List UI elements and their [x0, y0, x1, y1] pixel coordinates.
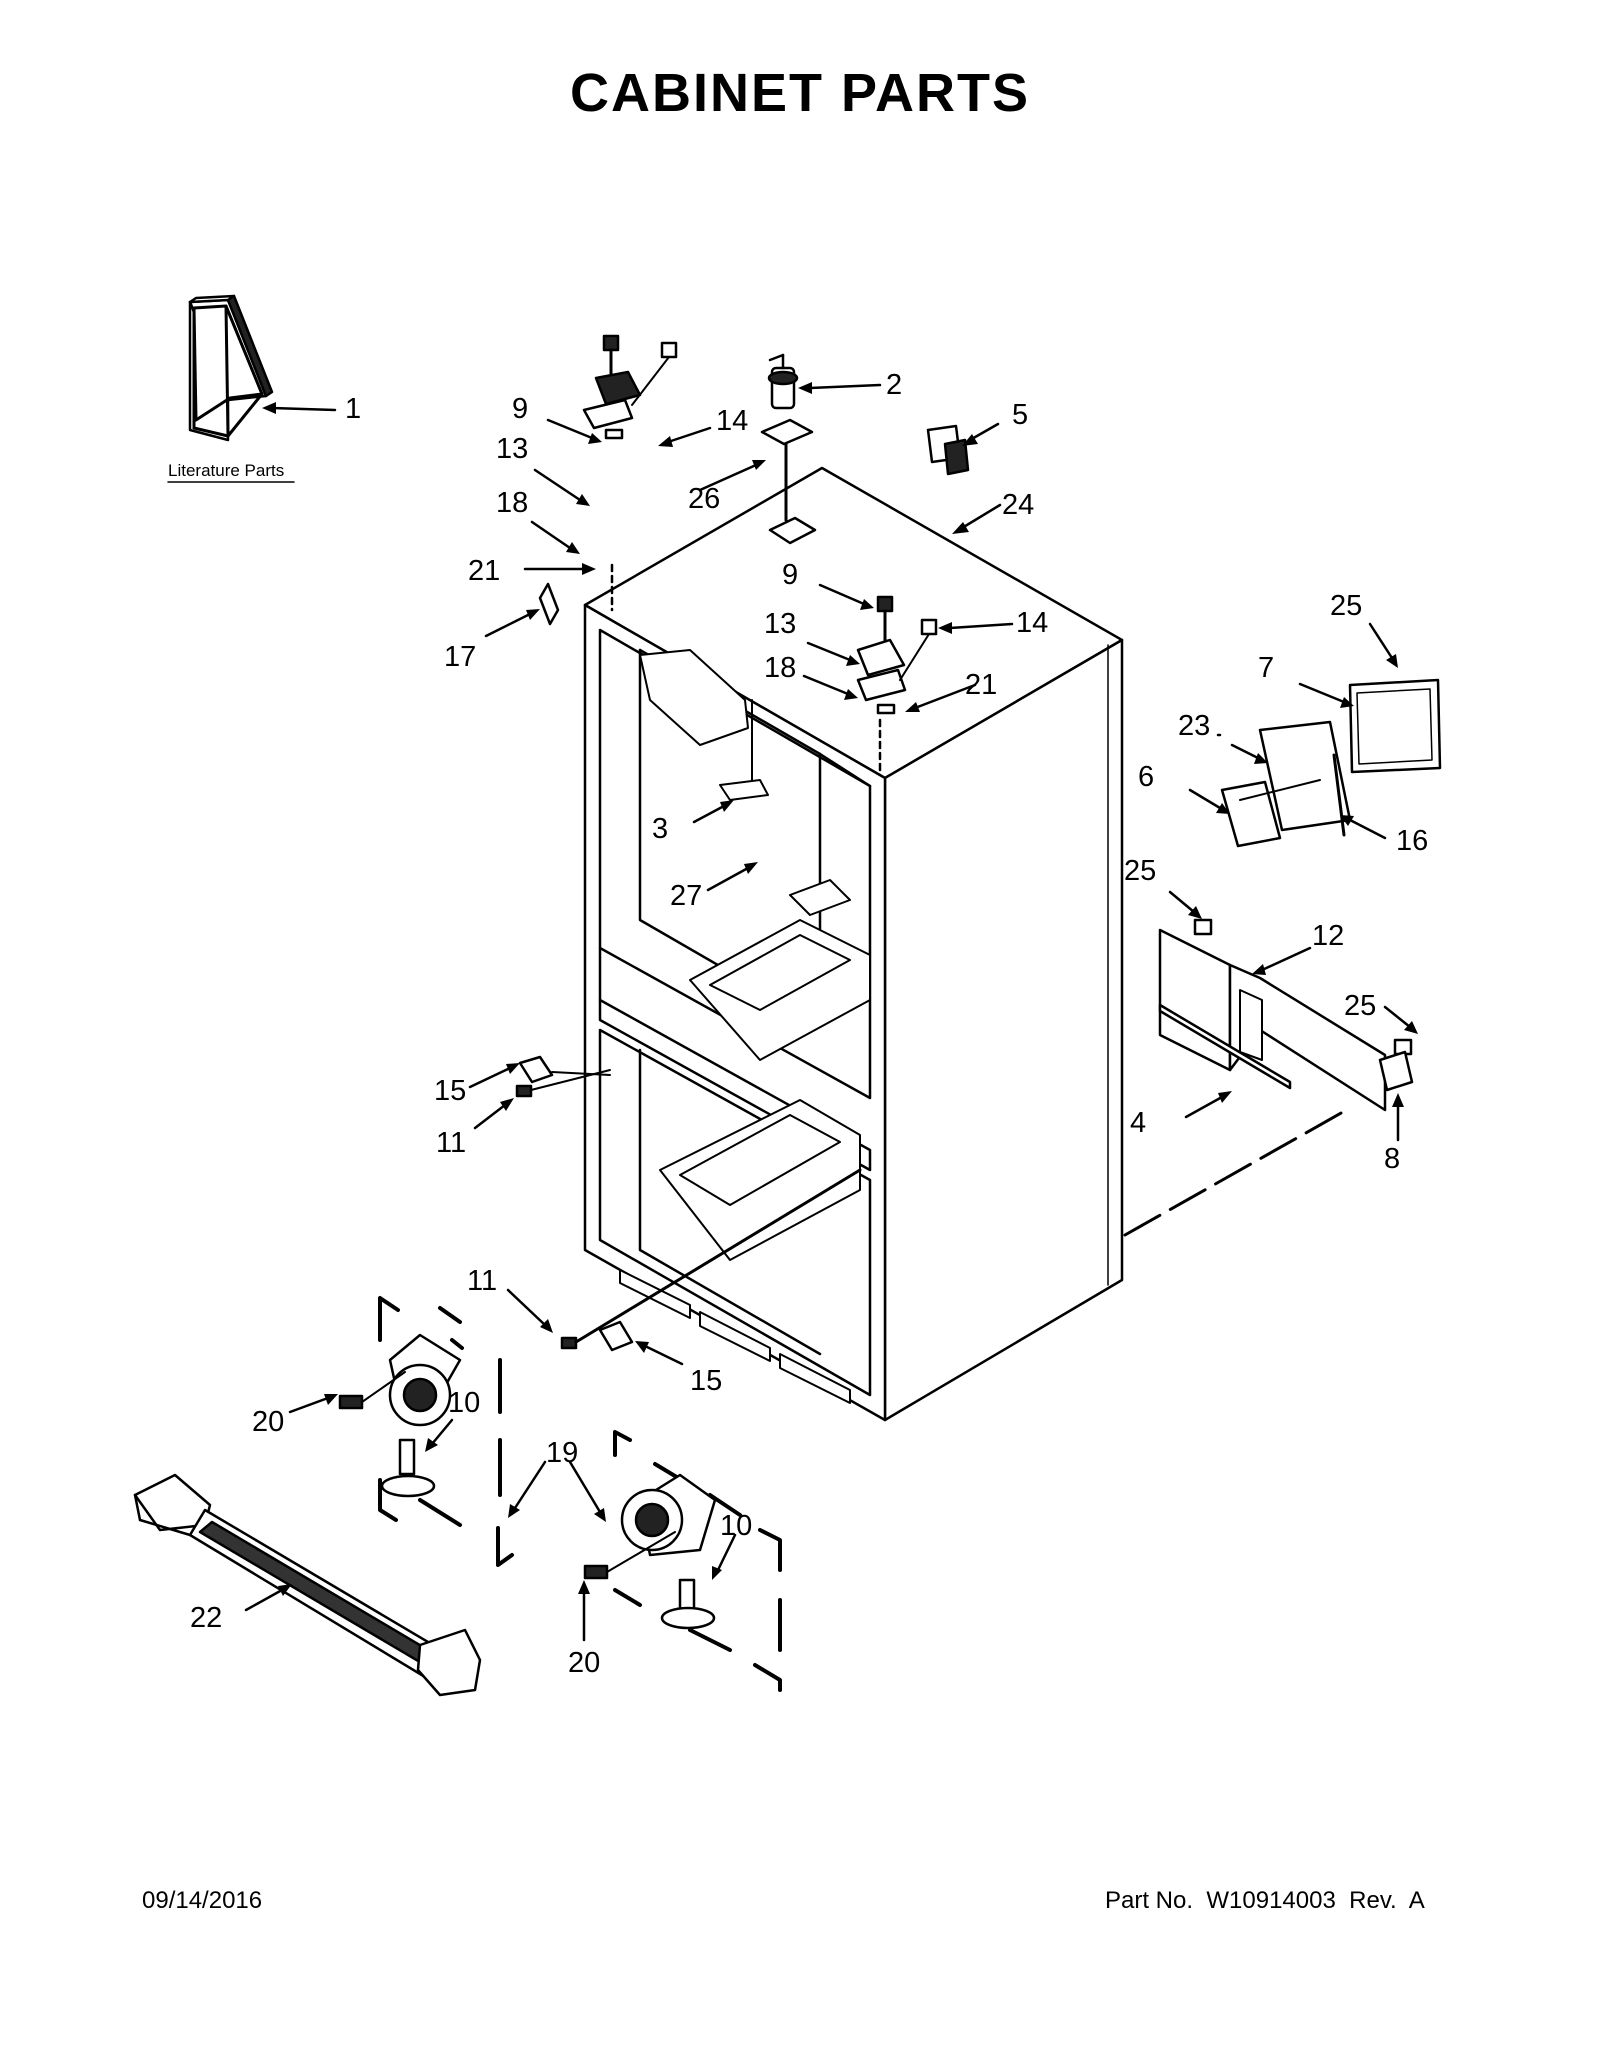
- callout-14-top: 14: [716, 405, 748, 437]
- callout-20-left: 20: [252, 1406, 284, 1438]
- hinge-left-icon: [582, 334, 678, 440]
- page-title: CABINET PARTS: [569, 63, 1030, 123]
- callout-8: 8: [1384, 1143, 1400, 1175]
- callout-16: 16: [1396, 825, 1428, 857]
- left-roller-assembly-icon: [338, 1296, 502, 1527]
- footer-date: 09/14/2016: [142, 1887, 263, 1914]
- literature-book-icon: [188, 294, 274, 442]
- callout-11-left: 11: [436, 1127, 466, 1159]
- callout-6: 6: [1138, 761, 1154, 793]
- callout-20-bottom: 20: [568, 1647, 600, 1679]
- kickplate-grille-icon: [133, 1473, 482, 1697]
- callout-21-mid: 21: [965, 669, 997, 701]
- hinge-right-icon: [856, 595, 938, 715]
- callout-2: 2: [886, 369, 902, 401]
- right-roller-assembly-icon: [583, 1430, 782, 1692]
- callout-23: 23: [1178, 710, 1210, 742]
- callout-19: 19: [546, 1437, 578, 1469]
- footer-part-number: Part No. W10914003 Rev. A: [1105, 1887, 1425, 1914]
- literature-parts-label: Literature Parts: [168, 461, 284, 480]
- callout-14-mid: 14: [1016, 607, 1048, 639]
- callout-13-top: 13: [496, 433, 528, 465]
- callout-15-bottom: 15: [690, 1365, 722, 1397]
- callout-10-right: 10: [720, 1510, 752, 1542]
- callout-25-right: 25: [1344, 990, 1376, 1022]
- callout-5: 5: [1012, 399, 1028, 431]
- callout-15-left: 15: [434, 1075, 466, 1107]
- callout-27: 27: [670, 880, 702, 912]
- callout-10-left: 10: [448, 1387, 480, 1419]
- callout-21-top: 21: [468, 555, 500, 587]
- callout-3: 3: [652, 813, 668, 845]
- water-valve-icon: [767, 353, 799, 410]
- callout-1: 1: [345, 393, 361, 425]
- callout-25-top: 25: [1330, 590, 1362, 622]
- callout-13-mid: 13: [764, 608, 796, 640]
- callout-18-top: 18: [496, 487, 528, 519]
- callout-25-mid: 25: [1124, 855, 1156, 887]
- callout-17: 17: [444, 641, 476, 673]
- callout-9-mid: 9: [782, 559, 798, 591]
- callout-12: 12: [1312, 920, 1344, 952]
- callout-7: 7: [1258, 652, 1274, 684]
- callout-24: 24: [1002, 489, 1034, 521]
- callout-4: 4: [1130, 1107, 1146, 1139]
- callout-9-top: 9: [512, 393, 528, 425]
- callout-18-mid: 18: [764, 652, 796, 684]
- callout-26: 26: [688, 483, 720, 515]
- callout-22: 22: [190, 1602, 222, 1634]
- callout-11-bottom: 11: [467, 1265, 497, 1297]
- control-panel-assembly: [1220, 678, 1442, 848]
- refrigerator-cabinet: [583, 466, 1124, 1422]
